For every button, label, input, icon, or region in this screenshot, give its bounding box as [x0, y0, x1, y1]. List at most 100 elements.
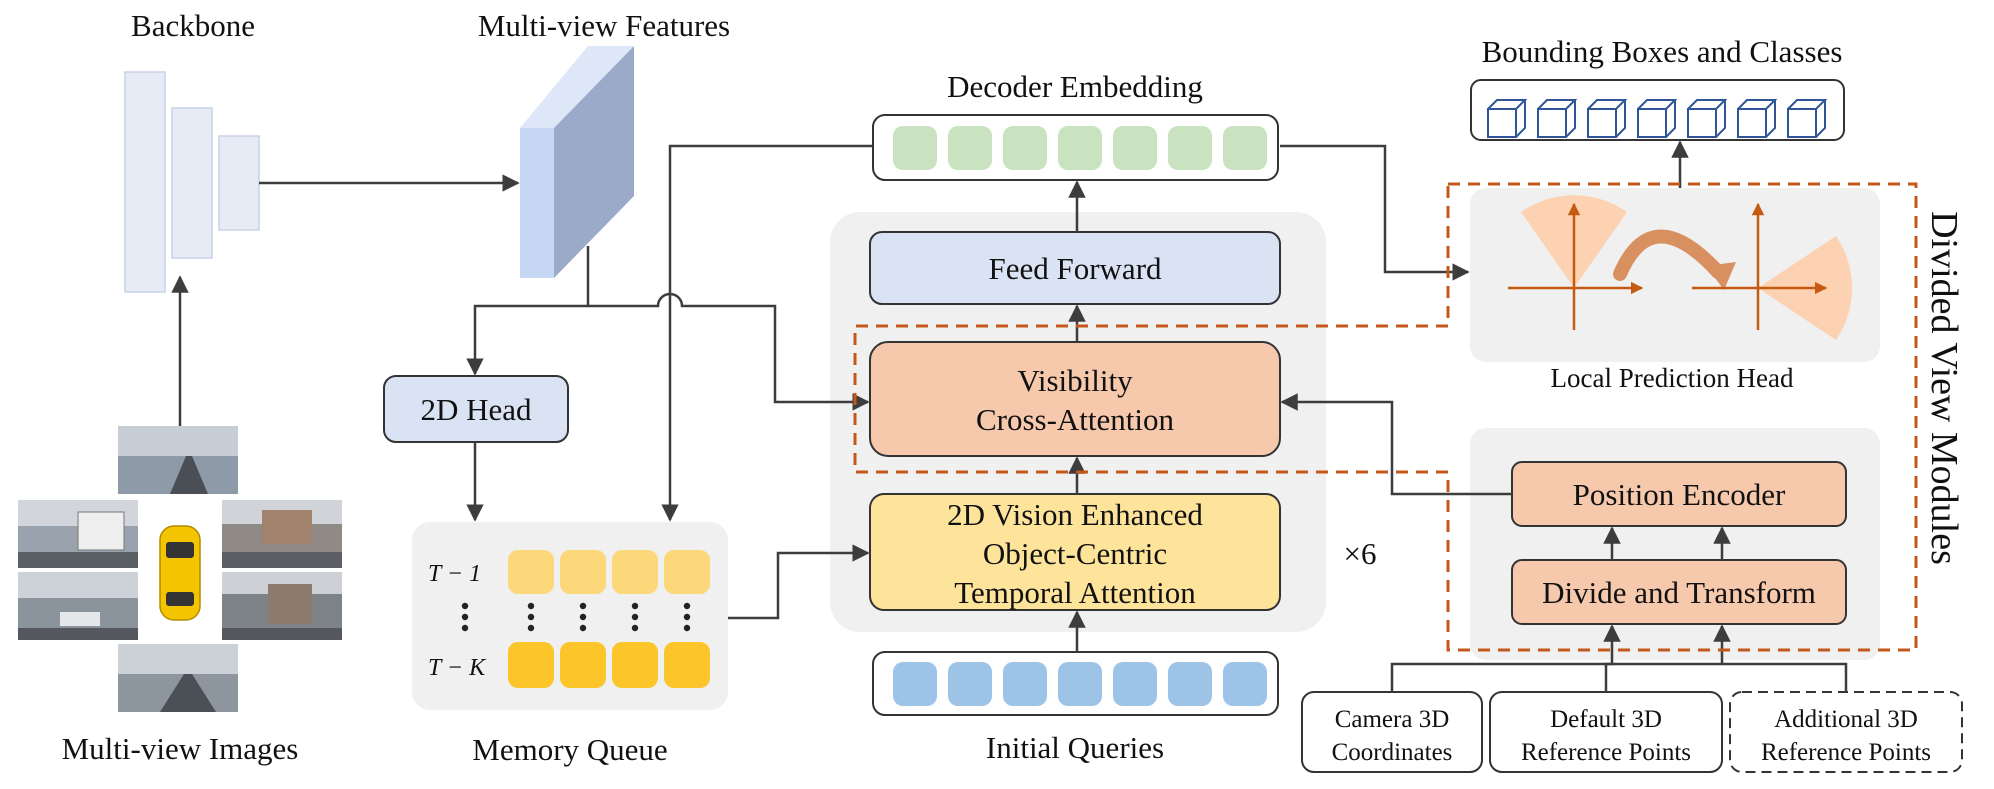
decoder-token: [893, 126, 937, 170]
multiview-images-label: Multi-view Images: [62, 731, 299, 766]
camera-image-back-right: [222, 572, 342, 640]
additional-ref-line1: Additional 3D: [1774, 706, 1918, 733]
ellipsis-dot: [683, 602, 691, 610]
backbone-label: Backbone: [131, 8, 255, 43]
ellipsis-dot: [527, 613, 535, 621]
head-2d-label: 2D Head: [420, 392, 532, 427]
memory-cell-recent: [612, 550, 658, 594]
temporal-attention-block: [869, 493, 1281, 611]
temporal-label-line3: Temporal Attention: [954, 575, 1196, 610]
camera-coords-line2: Coordinates: [1332, 739, 1453, 766]
ellipsis-dot: [461, 602, 469, 610]
ellipsis-dot: [527, 602, 535, 610]
memory-cell-recent: [560, 550, 606, 594]
additional-ref-line2: Reference Points: [1761, 739, 1931, 766]
local-prediction-head-label: Local Prediction Head: [1551, 363, 1794, 393]
feature-map-front: [520, 128, 554, 278]
view-axis-left: [1508, 195, 1644, 330]
arrow-features-to-visibility: [588, 292, 870, 411]
divide-transform-block: [1511, 559, 1847, 625]
ellipsis-dot: [461, 613, 469, 621]
decoder-token: [1113, 126, 1157, 170]
arrow-features-to-2dhead: [466, 304, 588, 376]
ellipsis-dot: [461, 624, 469, 632]
bounding-boxes-label: Bounding Boxes and Classes: [1482, 34, 1843, 69]
bbox-cube-icon: [1637, 99, 1678, 138]
arrow-camera-to-divide: [1390, 624, 1621, 692]
query-token: [1223, 662, 1267, 706]
memory-cell-oldest: [612, 642, 658, 688]
decoder-token: [1003, 126, 1047, 170]
decoder-token: [1168, 126, 1212, 170]
bbox-cube-icon: [1787, 99, 1828, 138]
temporal-label-line2: Object-Centric: [983, 536, 1167, 571]
bounding-box-cubes: [1487, 99, 1828, 138]
ellipsis-dot: [683, 624, 691, 632]
query-token: [1003, 662, 1047, 706]
arrow-decoder-to-prediction-head: [1280, 144, 1470, 281]
backbone-stage-1: [124, 71, 166, 293]
bbox-cube-icon: [1737, 99, 1778, 138]
query-token: [1058, 662, 1102, 706]
query-token: [1168, 662, 1212, 706]
feature-map-side: [554, 46, 634, 278]
query-token: [893, 662, 937, 706]
memory-queue-cells: [461, 550, 710, 688]
decoder-token: [1058, 126, 1102, 170]
bbox-cube-icon: [1487, 99, 1528, 138]
decoder-token: [1223, 126, 1267, 170]
divide-transform-label: Divide and Transform: [1542, 575, 1816, 610]
ellipsis-dot: [631, 624, 639, 632]
decoder-embedding-tokens: [893, 126, 1267, 170]
memory-queue-label: Memory Queue: [472, 732, 667, 767]
visibility-label-line2: Cross-Attention: [976, 402, 1175, 437]
multiview-features-label: Multi-view Features: [478, 8, 730, 43]
query-token: [1113, 662, 1157, 706]
decoder-token: [948, 126, 992, 170]
ellipsis-dot: [631, 602, 639, 610]
backbone-stage-3: [218, 135, 260, 231]
feed-forward-block: [869, 231, 1281, 305]
decoder-embedding-label: Decoder Embedding: [947, 69, 1203, 104]
memory-cell-oldest: [560, 642, 606, 688]
ellipsis-dot: [631, 613, 639, 621]
backbone-stack: [124, 71, 260, 293]
memory-cell-recent: [508, 550, 554, 594]
connector-additional-to-divide: [1722, 662, 1848, 692]
multiview-images-grid: [18, 426, 342, 712]
arrow-encoder-to-visibility: [1280, 393, 1512, 496]
feature-map-top: [520, 46, 634, 128]
ellipsis-dot: [683, 613, 691, 621]
rotation-curve-arrow: [1613, 229, 1725, 281]
visibility-cross-attention-block: [869, 341, 1281, 457]
arrow-default-to-divide: [1604, 624, 1731, 692]
bbox-cube-icon: [1687, 99, 1728, 138]
ellipsis-dot: [579, 624, 587, 632]
camera-image-front: [118, 426, 238, 494]
memory-cell-recent: [664, 550, 710, 594]
initial-query-tokens: [893, 662, 1267, 706]
camera-image-front-right: [222, 500, 342, 568]
rotation-arrowhead: [1706, 262, 1736, 290]
default-ref-line2: Reference Points: [1521, 739, 1691, 766]
memory-row-label-tk: T − K: [428, 655, 487, 681]
memory-cell-oldest: [664, 642, 710, 688]
feature-map-cube: [520, 46, 634, 278]
default-ref-line1: Default 3D: [1550, 706, 1662, 733]
ellipsis-dot: [579, 602, 587, 610]
position-encoder-label: Position Encoder: [1573, 477, 1786, 512]
arrow-decoder-to-memory: [661, 144, 873, 522]
arrow-memory-to-temporal: [728, 544, 870, 620]
initial-queries-label: Initial Queries: [986, 730, 1164, 765]
feed-forward-label: Feed Forward: [988, 251, 1162, 286]
ego-car-icon: [159, 525, 201, 621]
bbox-cube-icon: [1587, 99, 1628, 138]
divided-view-region: [853, 182, 1918, 652]
temporal-label-line1: 2D Vision Enhanced: [947, 497, 1203, 532]
query-token: [948, 662, 992, 706]
camera-coords-line1: Camera 3D: [1335, 706, 1450, 733]
view-axis-right: [1692, 202, 1853, 340]
repeat-count-label: ×6: [1344, 536, 1377, 571]
